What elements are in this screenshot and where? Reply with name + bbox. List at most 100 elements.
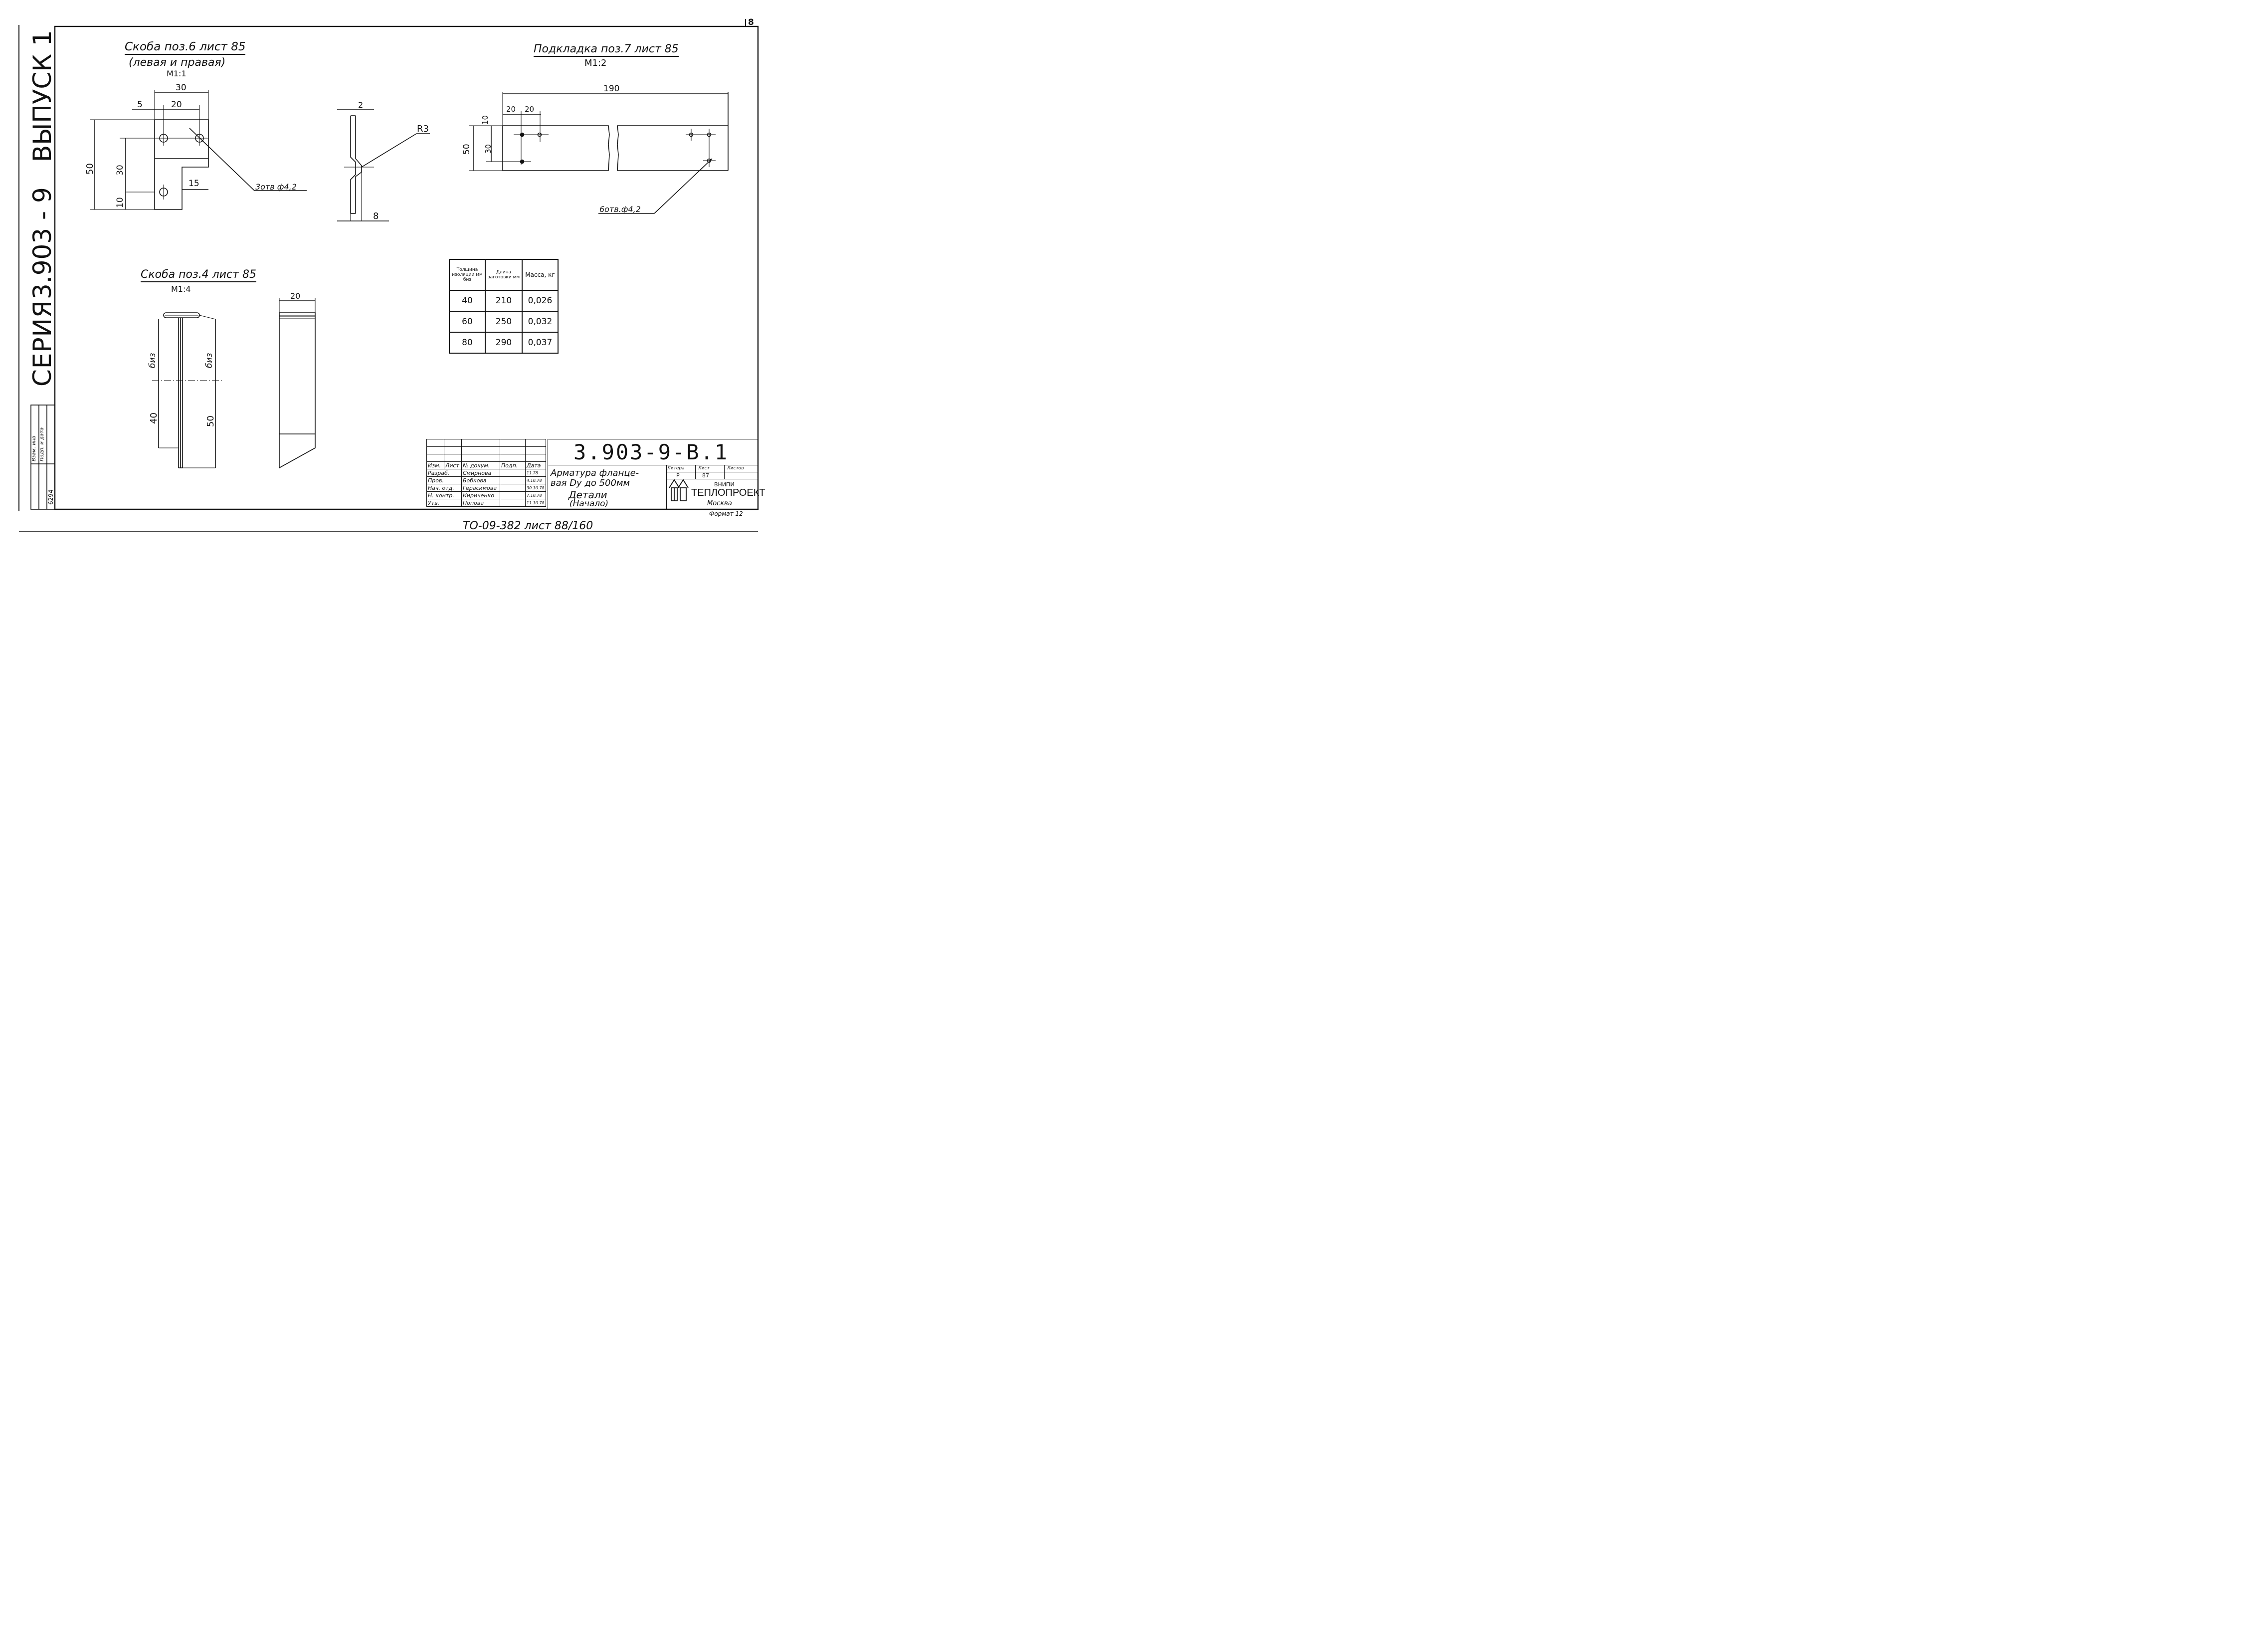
- dim-label: 20: [506, 105, 516, 114]
- table-cell: 250: [485, 311, 523, 333]
- staff-row: Разраб. Смирнова 11.78: [426, 469, 546, 477]
- dim-label: 30: [484, 144, 493, 154]
- staff-name: Смирнова: [461, 469, 500, 477]
- sheet-frame: [54, 25, 759, 510]
- staff-role: Утв.: [426, 499, 462, 507]
- side-stamp-label: Подп. и дата: [39, 427, 45, 461]
- staff-date: 4.10.78: [525, 476, 546, 484]
- bracket-4-scale: М1:4: [171, 284, 191, 294]
- divider: [695, 465, 696, 479]
- col-header: № докум.: [461, 461, 500, 469]
- staff-role: Пров.: [426, 476, 462, 484]
- staff-name: Бобкова: [461, 476, 500, 484]
- side-stamp-box: [30, 405, 55, 510]
- side-stamp-number: 6294: [47, 489, 54, 505]
- dim-label: 2: [358, 100, 364, 110]
- dim-label: 50: [462, 144, 472, 155]
- dim-label: 20: [290, 291, 301, 301]
- sheets-header: Листов: [727, 466, 744, 471]
- dim-label: 30: [176, 83, 187, 93]
- table-cell: 40: [449, 290, 486, 312]
- dim-label: 50: [205, 415, 216, 427]
- table-cell: 290: [485, 332, 523, 354]
- table-cell: 0,026: [522, 290, 559, 312]
- bracket-4-view: [152, 298, 316, 469]
- dim-label: биз: [148, 353, 158, 368]
- dim-label: 30: [115, 165, 125, 176]
- staff-role: Разраб.: [426, 469, 462, 477]
- staff-date: 11.10.78: [525, 499, 546, 507]
- dim-label: 10: [481, 115, 490, 125]
- title-block-right: [548, 439, 758, 509]
- staff-name: Попова: [461, 499, 500, 507]
- staff-date: 30.10.78: [525, 484, 546, 492]
- table-row: 40 210 0,026: [449, 290, 559, 312]
- col-header: Лист: [444, 461, 462, 469]
- pad-7-scale: М1:2: [584, 58, 607, 68]
- mass-table: Толщина изоляции мм биз Длина заготовки …: [449, 259, 559, 354]
- staff-name: Герасимова: [461, 484, 500, 492]
- series-label: СЕРИЯ: [28, 300, 57, 387]
- divider: [724, 465, 725, 479]
- dim-label: 20: [525, 105, 535, 114]
- bracket-6-front-view: [90, 90, 307, 210]
- staff-name: Кириченко: [461, 491, 500, 499]
- drawing-linework: [18, 19, 759, 532]
- doc-title-line: вая Dу до 500мм: [551, 478, 630, 488]
- bracket-6-hole-note: 3отв ф4,2: [255, 182, 297, 192]
- dim-label: 8: [373, 211, 379, 221]
- table-row: 60 250 0,032: [449, 311, 559, 333]
- staff-role: Н. контр.: [426, 491, 462, 499]
- pad-7-hole-note: 6отв.ф4,2: [599, 205, 641, 214]
- col-header: Изм.: [426, 461, 444, 469]
- staff-row: Утв. Попова 11.10.78: [426, 499, 546, 507]
- dim-label: 50: [85, 163, 95, 175]
- pad-7-view: [469, 92, 729, 214]
- staff-row: Нач. отд. Герасимова 30.10.78: [426, 484, 546, 492]
- format-label: Формат 12: [709, 510, 743, 517]
- litera-header: Литера: [667, 466, 685, 471]
- bracket-6-scale: М1:1: [167, 69, 187, 78]
- dim-label: 40: [149, 412, 159, 424]
- dim-label: 20: [171, 100, 182, 110]
- dim-label: 15: [189, 179, 199, 189]
- sheet-header: Лист: [698, 466, 710, 471]
- sheet-number: 8: [748, 17, 754, 27]
- bracket-4-title: Скоба поз.4 лист 85: [141, 269, 256, 282]
- table-cell: 0,037: [522, 332, 559, 354]
- dim-label: R3: [417, 124, 429, 134]
- table-cell: 210: [485, 290, 523, 312]
- dim-label: биз: [204, 353, 214, 368]
- title-block-grid: Изм. Лист № докум. Подп. Дата Разраб. См…: [426, 439, 546, 507]
- table-row: 80 290 0,037: [449, 332, 559, 354]
- issue-label: ВЫПУСК 1: [28, 30, 57, 162]
- bracket-6-title: Скоба поз.6 лист 85: [125, 41, 246, 55]
- bracket-6-side-view: [337, 109, 430, 221]
- org-small: ВНИПИ: [714, 481, 735, 488]
- staff-row: Пров. Бобкова 4.10.78: [426, 476, 546, 484]
- col-header: Подп.: [500, 461, 526, 469]
- pad-7-title: Подкладка поз.7 лист 85: [534, 44, 679, 57]
- litera-value: Р: [676, 472, 680, 479]
- staff-row: Н. контр. Кириченко 7.10.78: [426, 491, 546, 499]
- table-header: Длина заготовки мм: [485, 259, 523, 291]
- table-cell: 60: [449, 311, 486, 333]
- staff-role: Нач. отд.: [426, 484, 462, 492]
- table-cell: 0,032: [522, 311, 559, 333]
- table-cell: 80: [449, 332, 486, 354]
- doc-title-line: Детали: [568, 489, 607, 501]
- bracket-6-subtitle: (левая и правая): [129, 56, 226, 69]
- dim-label: 5: [137, 100, 143, 110]
- org-logo: [669, 479, 689, 501]
- table-header: Масса, кг: [522, 259, 559, 291]
- doc-title-line: Арматура фланце-: [551, 468, 639, 478]
- series-code: 3.903 - 9: [28, 187, 57, 299]
- doc-code: 3.903-9-В.1: [573, 440, 729, 464]
- divider: [666, 465, 667, 509]
- doc-title-line: (Начало): [569, 499, 609, 509]
- org-city: Москва: [707, 500, 732, 507]
- bottom-reference: ТО-09-382 лист 88/160: [463, 520, 593, 532]
- dim-label: 190: [603, 84, 620, 94]
- col-header: Дата: [525, 461, 546, 469]
- sheet-value: 87: [702, 472, 709, 479]
